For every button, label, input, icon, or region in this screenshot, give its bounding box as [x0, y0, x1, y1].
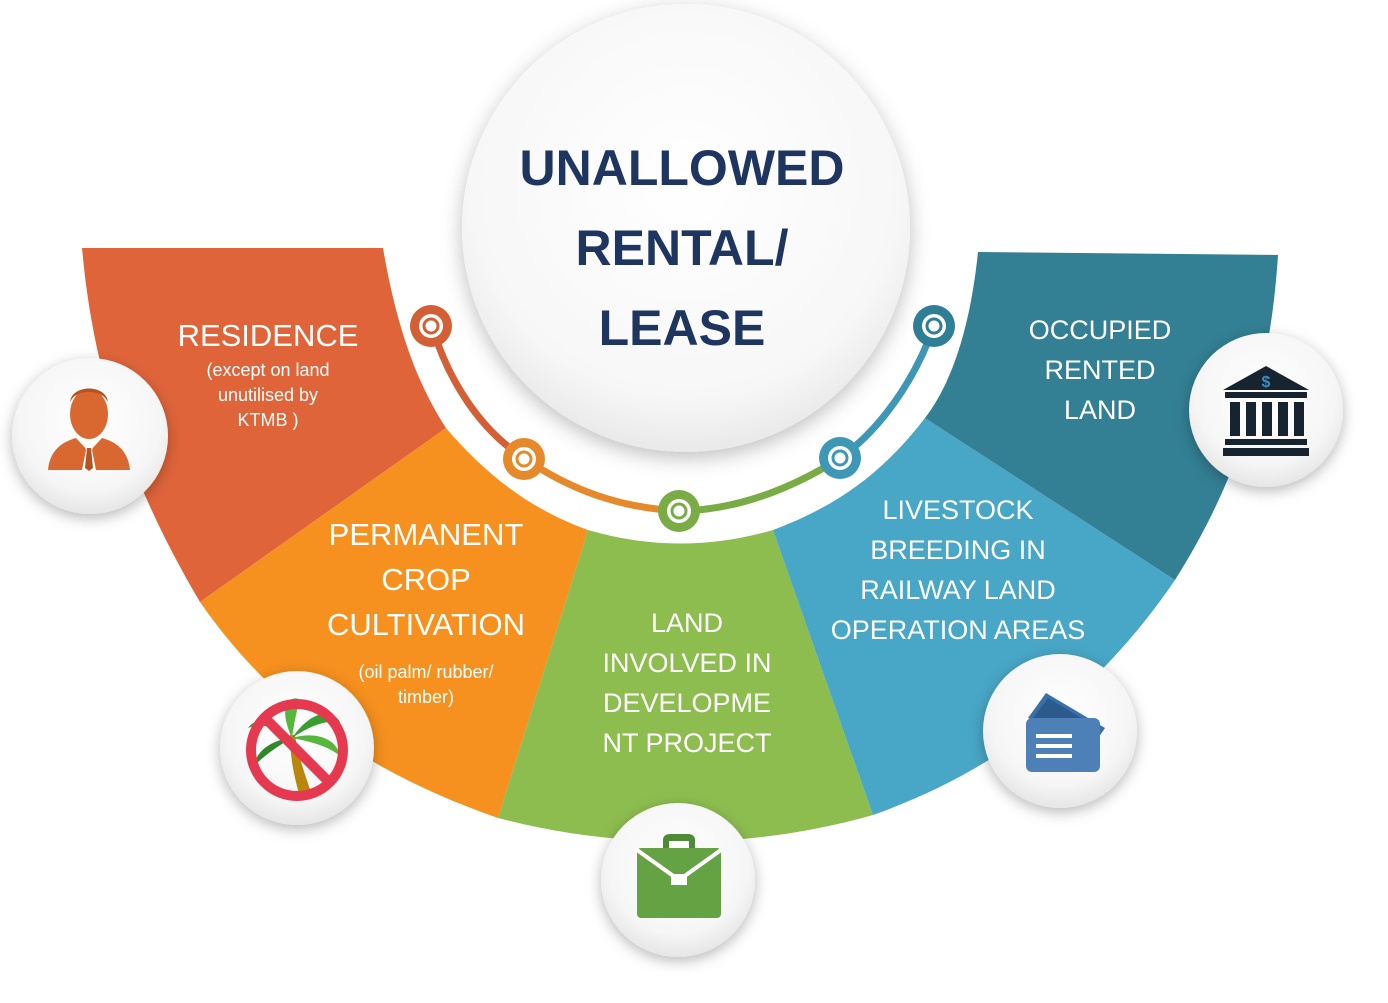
segment-residence: RESIDENCE (except on land unutilised by …	[150, 318, 386, 433]
segment-bands	[82, 248, 1278, 842]
icon-circle-development	[601, 803, 755, 957]
connector-node-ring-4	[831, 449, 849, 467]
svg-text:$: $	[1262, 374, 1271, 391]
segment-band-crop	[200, 428, 588, 818]
briefcase-icon	[635, 834, 723, 918]
businessman-icon	[48, 388, 130, 471]
segment-subtitle-crop: (oil palm/ rubber/ timber)	[358, 662, 494, 707]
segment-subtitle-residence: (except on land unutilised by KTMB )	[206, 360, 330, 430]
segment-title-development: LAND INVOLVED IN DEVELOPME NT PROJECT	[602, 608, 772, 758]
segment-band-livestock	[773, 418, 1175, 815]
connector-nodes	[410, 305, 955, 532]
segment-development: LAND INVOLVED IN DEVELOPME NT PROJECT	[574, 603, 800, 763]
segment-band-residence	[82, 248, 446, 602]
segment-livestock: LIVESTOCK BREEDING IN RAILWAY LAND OPERA…	[820, 490, 1096, 650]
bank-icon: $	[1223, 366, 1309, 456]
icon-circle-livestock	[983, 654, 1137, 808]
no-palm-tree-icon	[246, 698, 348, 801]
connector-node-ring-2	[515, 450, 533, 468]
icon-circle-crop	[220, 671, 374, 825]
connector-node-ring-5	[925, 317, 943, 335]
segment-band-occupied	[925, 252, 1278, 580]
connector-node-ring-3	[670, 502, 688, 520]
segment-title-crop: PERMANENT CROP CULTIVATION	[326, 517, 526, 642]
center-title: UNALLOWED RENTAL/ LEASE	[519, 140, 845, 356]
segment-title-residence: RESIDENCE	[177, 318, 359, 353]
card-reader-icon	[1026, 693, 1105, 772]
segment-title-occupied: OCCUPIED RENTED LAND	[1028, 315, 1172, 425]
segment-band-development	[498, 530, 873, 842]
icon-circle-residence	[12, 358, 168, 514]
segment-occupied: OCCUPIED RENTED LAND	[1010, 310, 1190, 430]
segment-crop: PERMANENT CROP CULTIVATION (oil palm/ ru…	[300, 512, 552, 710]
connector-node-ring-1	[422, 317, 440, 335]
center-circle	[462, 4, 910, 452]
segment-title-livestock: LIVESTOCK BREEDING IN RAILWAY LAND OPERA…	[830, 495, 1086, 645]
icon-circle-occupied: $	[1189, 333, 1343, 487]
